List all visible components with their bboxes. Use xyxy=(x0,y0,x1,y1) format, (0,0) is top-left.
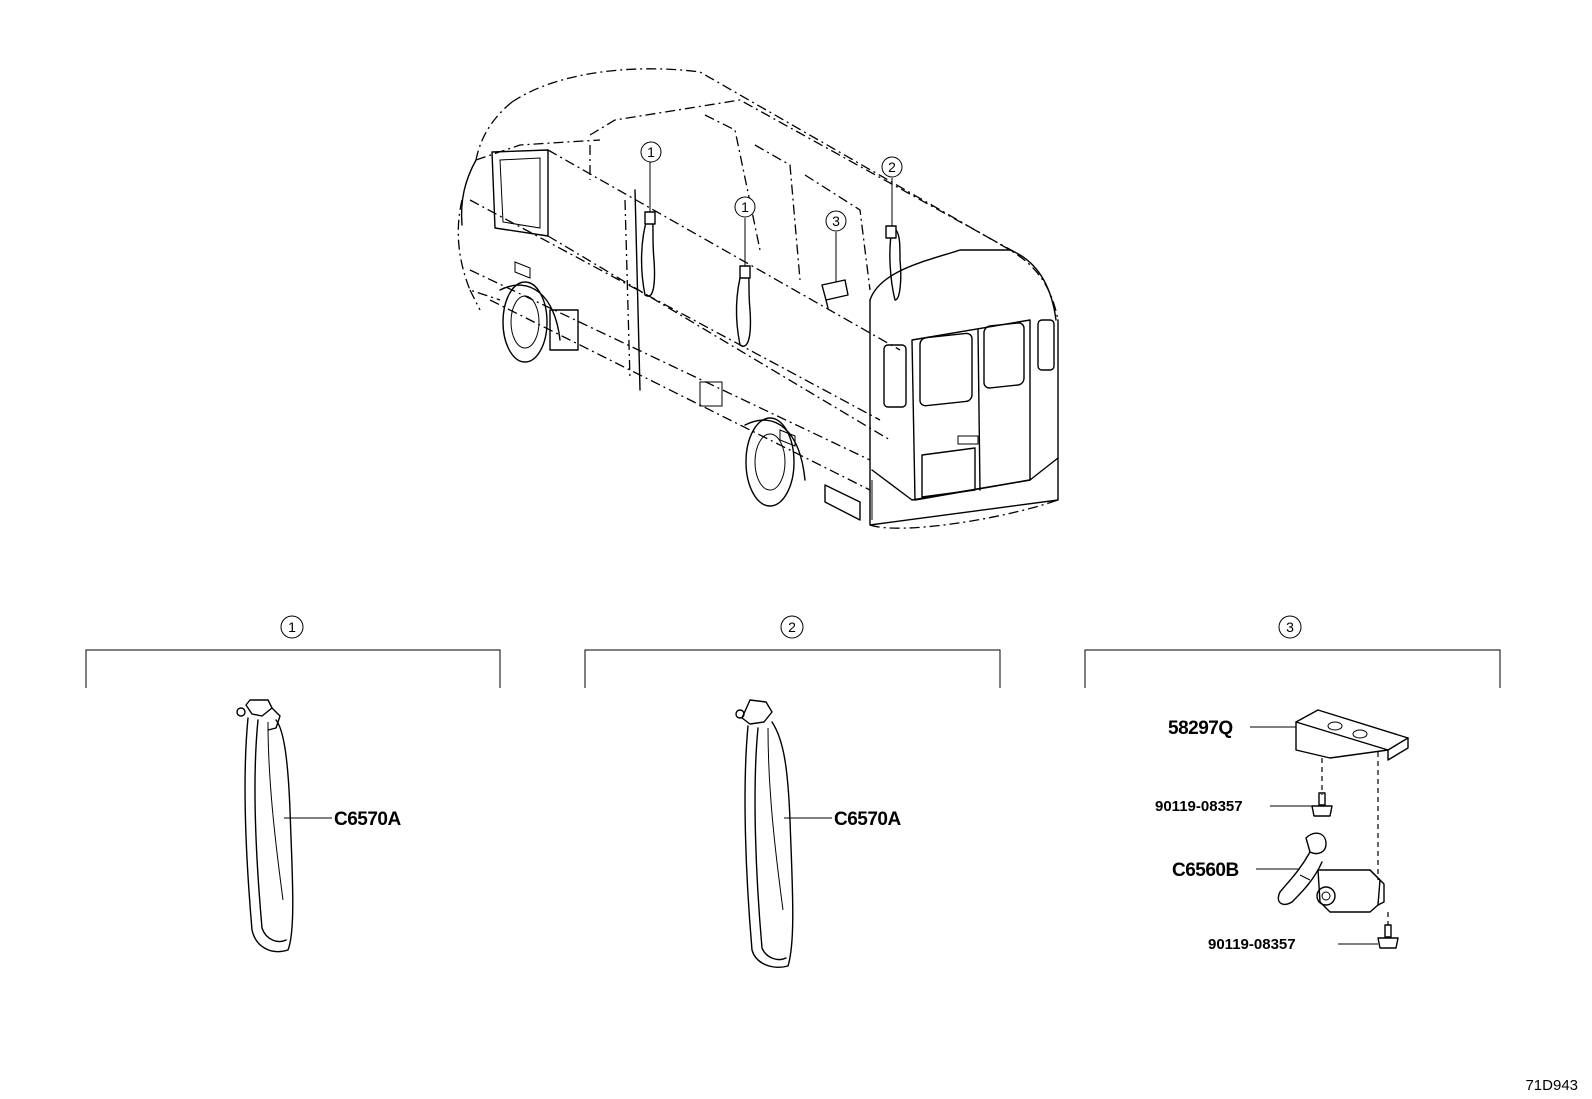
callout-number: 1 xyxy=(741,199,749,215)
seat-belt-retractor-icon xyxy=(1277,832,1385,913)
group-1: 1 C6570A xyxy=(85,615,501,953)
group-2: 2 C6570A xyxy=(584,615,1001,968)
part-label-c6560b: C6560B xyxy=(1172,860,1239,881)
part-label-90119-08357-lower: 90119-08357 xyxy=(1208,936,1296,953)
mounting-bracket-icon xyxy=(1295,709,1409,761)
group-3: 3 58297Q 90119-08357 xyxy=(1084,615,1501,953)
seat-belt-icon xyxy=(236,699,294,953)
part-label-58297q: 58297Q xyxy=(1168,718,1233,739)
group-3-callout: 3 xyxy=(1278,615,1302,639)
document-id: 71D943 xyxy=(1525,1077,1578,1094)
van-illustration xyxy=(457,68,1059,529)
callout-number: 3 xyxy=(832,213,840,229)
bolt-icon xyxy=(1377,924,1399,949)
svg-text:1: 1 xyxy=(288,619,296,635)
part-label-c6570a: C6570A xyxy=(334,809,401,830)
group-1-callout: 1 xyxy=(280,615,304,639)
part-label-90119-08357-upper: 90119-08357 xyxy=(1155,798,1243,815)
seat-belt-icon xyxy=(735,699,794,968)
group-3-bracket xyxy=(1084,649,1501,688)
svg-text:3: 3 xyxy=(1286,619,1294,635)
part-label-c6570a: C6570A xyxy=(834,809,901,830)
group-2-callout: 2 xyxy=(780,615,804,639)
group-2-bracket xyxy=(584,649,1001,688)
svg-text:2: 2 xyxy=(788,619,796,635)
van-callout-1a: 1 xyxy=(640,141,662,163)
van-callout-3: 3 xyxy=(825,210,847,232)
bolt-icon xyxy=(1311,792,1333,817)
group-1-bracket xyxy=(85,649,501,688)
callout-number: 2 xyxy=(888,159,896,175)
van-callout-1b: 1 xyxy=(734,196,756,218)
callout-number: 1 xyxy=(647,144,655,160)
van-callout-2: 2 xyxy=(881,156,903,178)
